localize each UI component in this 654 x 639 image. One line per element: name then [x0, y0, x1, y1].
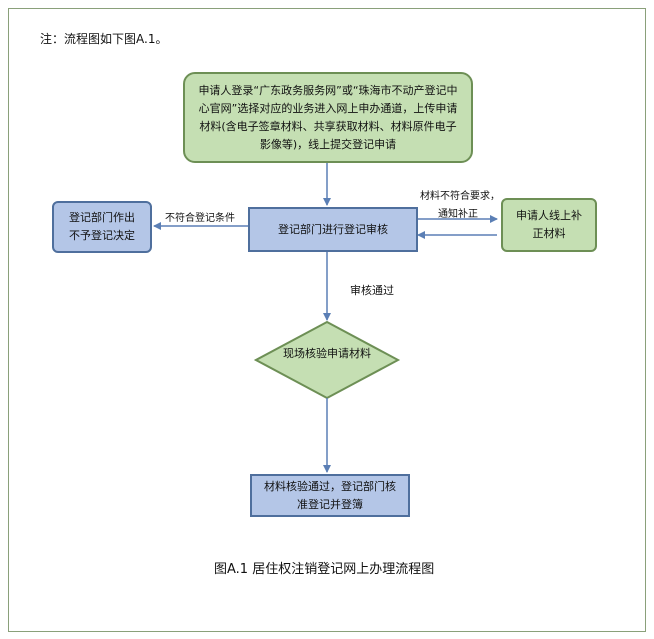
- supplement-node-text: 申请人线上补正材料: [516, 209, 582, 240]
- figure-frame: [8, 8, 646, 632]
- note-text: 注：流程图如下图A.1。: [40, 32, 168, 46]
- edge-label-material-issue: 材料不符合要求，: [420, 191, 500, 202]
- review-node: 登记部门进行登记审核: [248, 207, 418, 252]
- verify-node-text: 现场核验申请材料: [283, 347, 371, 360]
- start-node-text: 申请人登录“广东政务服务网”或“珠海市不动产登记中心官网”选择对应的业务进入网上…: [198, 83, 458, 151]
- final-node-text: 材料核验通过，登记部门核准登记并登簿: [264, 479, 396, 511]
- start-node: 申请人登录“广东政务服务网”或“珠海市不动产登记中心官网”选择对应的业务进入网上…: [183, 72, 473, 163]
- reject-node-text: 登记部门作出不予登记决定: [69, 211, 135, 242]
- edge-label-pass: 审核通过: [350, 284, 394, 297]
- reject-node: 登记部门作出不予登记决定: [52, 201, 152, 253]
- figure-caption: 图A.1 居住权注销登记网上办理流程图: [214, 562, 435, 577]
- review-node-text: 登记部门进行登记审核: [278, 222, 388, 236]
- edge-label-notify: 通知补正: [438, 209, 478, 220]
- final-node: 材料核验通过，登记部门核准登记并登簿: [250, 474, 410, 517]
- supplement-node: 申请人线上补正材料: [501, 198, 597, 252]
- edge-label-not-meet: 不符合登记条件: [165, 213, 235, 224]
